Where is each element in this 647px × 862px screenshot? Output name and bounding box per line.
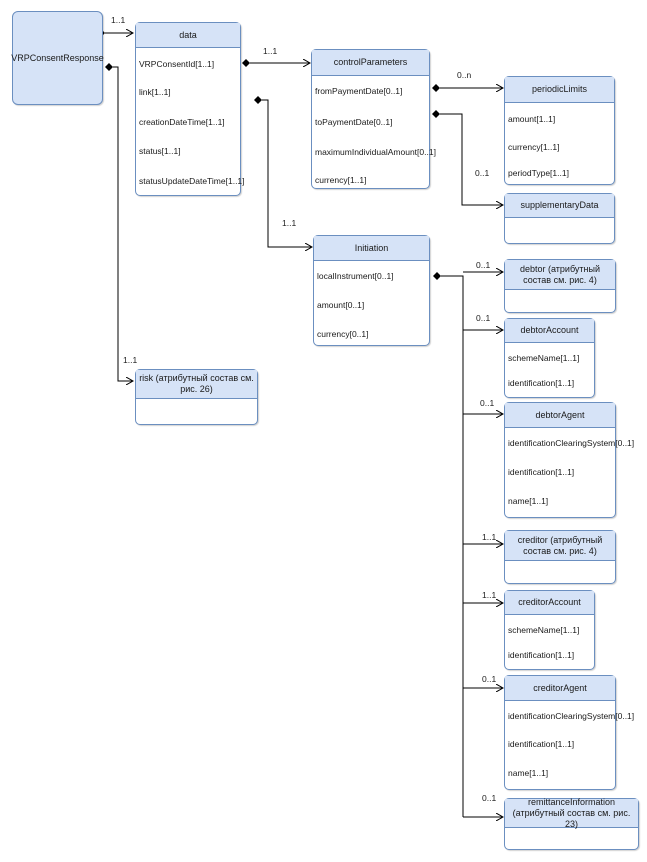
entity-debtor[interactable]: debtor (атрибутный состав см. рис. 4) (504, 259, 616, 313)
entity-name: VRPConsentResponse (11, 53, 104, 63)
entity-supplementary-data[interactable]: supplementaryData (504, 193, 615, 244)
multiplicity-init-creditor-account: 1..1 (482, 590, 497, 600)
link-data-initiation (262, 99, 312, 247)
attribute: schemeName[1..1] (508, 353, 580, 363)
multiplicity-data-control: 1..1 (263, 46, 278, 56)
link-control-supplementary (440, 113, 503, 205)
entity-creditor-agent[interactable]: creditorAgent identificationClearingSyst… (504, 675, 634, 790)
attribute: identification[1..1] (508, 739, 575, 749)
multiplicity-data-initiation: 1..1 (282, 218, 297, 228)
multiplicity-init-debtor-agent: 0..1 (480, 398, 495, 408)
aggregation-diamond-root-risk (105, 63, 113, 71)
multiplicity-control-periodic: 0..n (457, 70, 472, 80)
entity-header: remittanceInformation (атрибутный состав… (505, 797, 638, 829)
multiplicity-root-risk: 1..1 (123, 355, 138, 365)
attribute: currency[1..1] (315, 175, 367, 185)
entity-header: risk (атрибутный состав см. рис. 26) (136, 370, 257, 399)
attribute: amount[0..1] (317, 300, 365, 310)
entity-debtor-agent[interactable]: debtorAgent identificationClearingSystem… (504, 402, 634, 518)
aggregation-diamond-data-control (242, 59, 250, 67)
aggregation-diamond-control-supplementary (432, 110, 440, 118)
attribute: periodType[1..1] (508, 168, 569, 178)
attribute: identification[1..1] (508, 467, 575, 477)
entity-header: creditor (атрибутный состав см. рис. 4) (505, 531, 615, 561)
aggregation-diamond-initiation (433, 272, 441, 280)
multiplicity-init-remittance: 0..1 (482, 793, 497, 803)
entity-risk[interactable]: risk (атрибутный состав см. рис. 26) (135, 369, 258, 425)
entity-header: controlParameters (312, 50, 429, 76)
entity-data[interactable]: data VRPConsentId[1..1] link[1..1] creat… (135, 22, 245, 196)
multiplicity-init-creditor-agent: 0..1 (482, 674, 497, 684)
entity-header: debtorAccount (505, 319, 594, 343)
attribute: statusUpdateDateTime[1..1] (139, 176, 245, 186)
aggregation-diamond-data-initiation (254, 96, 262, 104)
entity-header: debtor (атрибутный состав см. рис. 4) (505, 260, 615, 290)
entity-header: data (136, 23, 240, 48)
attribute: identificationClearingSystem[0..1] (508, 438, 635, 448)
attribute: amount[1..1] (508, 114, 556, 124)
attribute: currency[1..1] (508, 142, 560, 152)
attribute: schemeName[1..1] (508, 625, 580, 635)
multiplicity-control-supplementary: 0..1 (475, 168, 490, 178)
multiplicity-init-debtor: 0..1 (476, 260, 491, 270)
entity-remittance-information[interactable]: remittanceInformation (атрибутный состав… (504, 797, 639, 850)
attribute: identification[1..1] (508, 650, 575, 660)
link-root-risk (113, 66, 133, 381)
entity-header: Initiation (314, 236, 429, 261)
entity-header: creditorAgent (505, 676, 615, 701)
entity-control-parameters[interactable]: controlParameters fromPaymentDate[0..1] … (311, 49, 436, 189)
entity-header: supplementaryData (505, 194, 614, 218)
attribute: currency[0..1] (317, 329, 369, 339)
attribute: localInstrument[0..1] (317, 271, 394, 281)
entity-periodic-limits[interactable]: periodicLimits amount[1..1] currency[1..… (504, 76, 615, 185)
attribute: link[1..1] (139, 87, 171, 97)
entity-creditor[interactable]: creditor (атрибутный состав см. рис. 4) (504, 530, 616, 584)
attribute: identificationClearingSystem[0..1] (508, 711, 635, 721)
entity-vrp-consent-response[interactable]: VRPConsentResponse (11, 11, 104, 105)
entity-debtor-account[interactable]: debtorAccount schemeName[1..1] identific… (504, 318, 595, 398)
attribute: creationDateTime[1..1] (139, 117, 225, 127)
entity-header: periodicLimits (505, 77, 614, 103)
attribute: name[1..1] (508, 768, 549, 778)
entity-initiation[interactable]: Initiation localInstrument[0..1] amount[… (313, 235, 430, 346)
attribute: toPaymentDate[0..1] (315, 117, 393, 127)
attribute: maximumIndividualAmount[0..1] (315, 147, 436, 157)
multiplicity-root-data: 1..1 (111, 15, 126, 25)
aggregation-diamond-control-periodic (432, 84, 440, 92)
multiplicity-init-debtor-account: 0..1 (476, 313, 491, 323)
entity-header: debtorAgent (505, 403, 615, 428)
attribute: VRPConsentId[1..1] (139, 59, 215, 69)
entity-creditor-account[interactable]: creditorAccount schemeName[1..1] identif… (504, 590, 595, 670)
multiplicity-init-creditor: 1..1 (482, 532, 497, 542)
entity-header: creditorAccount (505, 591, 594, 615)
attribute: name[1..1] (508, 496, 549, 506)
attribute: status[1..1] (139, 146, 181, 156)
attribute: identification[1..1] (508, 378, 575, 388)
attribute: fromPaymentDate[0..1] (315, 86, 403, 96)
link-initiation-trunk (441, 275, 464, 817)
